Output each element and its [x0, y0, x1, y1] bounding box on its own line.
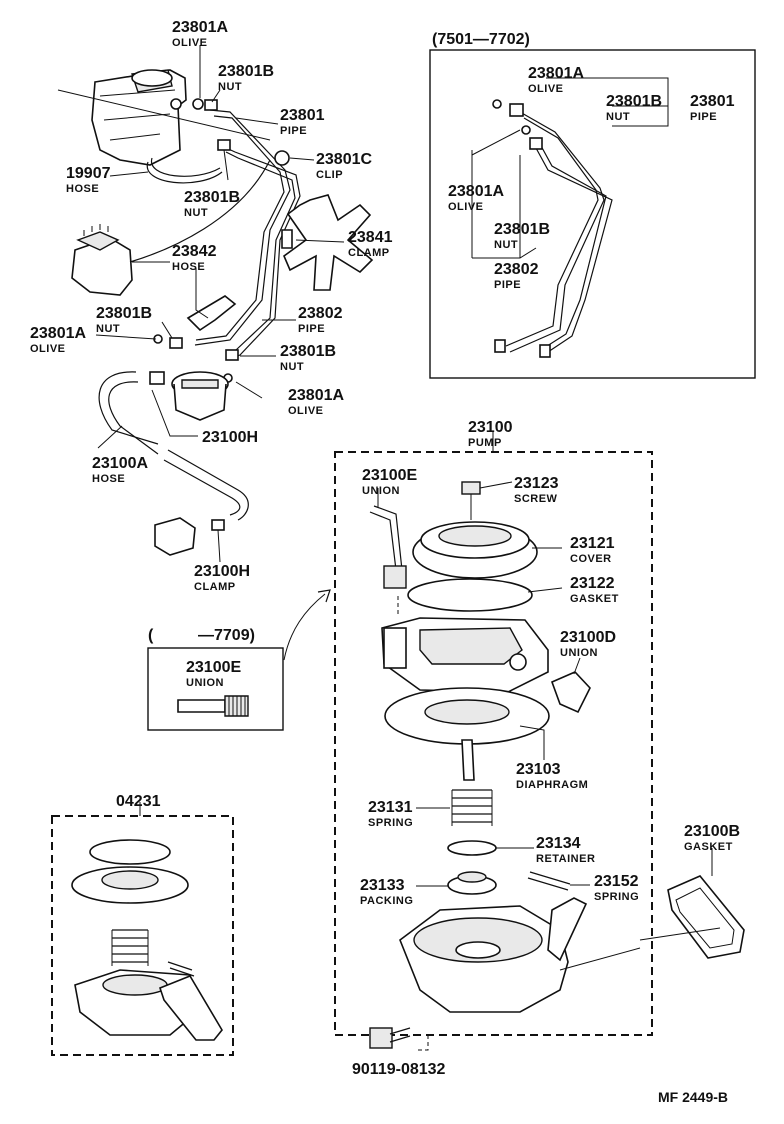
callout-part-name: OLIVE	[30, 343, 66, 355]
callout-part-number: 19907	[66, 165, 111, 182]
callout-part-number: 23841	[348, 229, 393, 246]
hose-23100a-illustration	[98, 371, 249, 521]
callout-part-name: UNION	[362, 485, 400, 497]
callout-part-name: NUT	[494, 239, 518, 251]
callout-part-name: DIAPHRAGM	[516, 779, 588, 791]
callout-part-name: RETAINER	[536, 853, 595, 865]
callout-part-number: 23801C	[316, 151, 372, 168]
callout-part-number: 23103	[516, 761, 561, 778]
callout-part-name: PIPE	[690, 111, 717, 123]
callout-part-number: 23100H	[194, 563, 250, 580]
callout-part-number: 23121	[570, 535, 615, 552]
callout-part-number: 23100E	[186, 659, 241, 676]
inset-7709	[147, 589, 331, 731]
callout-part-name: NUT	[96, 323, 120, 335]
callout-part-name: SPRING	[594, 891, 639, 903]
callout-part-number: 23122	[570, 575, 615, 592]
callout-part-name: COVER	[570, 553, 612, 565]
callout-part-number: 23842	[172, 243, 217, 260]
diagram-code: MF 2449-B	[658, 1089, 728, 1105]
callout-part-number: 23801B	[218, 63, 274, 80]
inset-title-open: (	[148, 627, 154, 644]
pump-exploded-parts	[369, 481, 745, 1051]
callout-part-name: CLAMP	[194, 581, 236, 593]
leader-lines	[95, 45, 713, 887]
callout-part-number: 23100D	[560, 629, 616, 646]
callout-part-name: HOSE	[66, 183, 99, 195]
callout-part-number: 23100E	[362, 467, 417, 484]
callout-part-number: 23152	[594, 873, 639, 890]
callout-part-number: 23801B	[280, 343, 336, 360]
callout-part-number: 04231	[116, 793, 161, 810]
callout-part-number: 23133	[360, 877, 405, 894]
callout-part-name: PIPE	[280, 125, 307, 137]
kit-04231-parts	[71, 839, 223, 1041]
callout-part-number: 23100A	[92, 455, 148, 472]
callout-part-name: OLIVE	[288, 405, 324, 417]
kit-04231-frame	[51, 802, 234, 1056]
callout-part-number: 23801	[690, 93, 735, 110]
callout-part-name: OLIVE	[172, 37, 208, 49]
callout-part-number: 23801A	[172, 19, 228, 36]
callout-part-number: 23123	[514, 475, 559, 492]
callout-part-number: 23801B	[96, 305, 152, 322]
small-pump-illustration	[154, 517, 225, 556]
callout-part-number: 23801B	[494, 221, 550, 238]
callout-part-name: UNION	[186, 677, 224, 689]
callout-part-name: NUT	[606, 111, 630, 123]
callout-part-name: PACKING	[360, 895, 413, 907]
vacuum-unit-illustration	[149, 371, 229, 421]
pump-assembly-frame	[334, 432, 653, 1036]
inset-7709-title: ( —7709)	[148, 627, 255, 644]
callout-part-number: 23131	[368, 799, 413, 816]
callout-labels: 23801A OLIVE 23801B NUT 23801 PIPE 19907…	[30, 19, 740, 1078]
inset-7501-7702-labels: (7501—7702) 23801A OLIVE 23801B NUT 2380…	[432, 31, 735, 291]
callout-part-number: 23801A	[528, 65, 584, 82]
callout-part-name: GASKET	[684, 841, 733, 853]
callout-part-name: NUT	[218, 81, 242, 93]
callout-part-name: PUMP	[468, 437, 502, 449]
callout-part-name: GASKET	[570, 593, 619, 605]
distributor-illustration	[71, 224, 170, 296]
callout-part-number: 23802	[298, 305, 343, 322]
inset-title: (7501—7702)	[432, 31, 530, 48]
carburetor-illustration	[57, 69, 271, 166]
fan-clamp-illustration	[170, 98, 374, 291]
callout-part-number: 23801	[280, 107, 325, 124]
callout-part-name: PIPE	[494, 279, 521, 291]
callout-part-number: 23801A	[288, 387, 344, 404]
callout-part-name: NUT	[280, 361, 304, 373]
callout-part-number: 23100H	[202, 429, 258, 446]
callout-part-number: 23801A	[448, 183, 504, 200]
callout-part-name: NUT	[184, 207, 208, 219]
callout-part-number: 23802	[494, 261, 539, 278]
callout-part-name: PIPE	[298, 323, 325, 335]
callout-part-name: HOSE	[92, 473, 125, 485]
bracket-illustration	[153, 295, 239, 383]
callout-part-number: 23801B	[606, 93, 662, 110]
callout-part-name: SCREW	[514, 493, 558, 505]
callout-part-name: CLAMP	[348, 247, 390, 259]
callout-part-name: CLIP	[316, 169, 343, 181]
callout-part-name: OLIVE	[448, 201, 484, 213]
callout-part-number: 90119-08132	[352, 1061, 446, 1078]
callout-part-number: 23100	[468, 419, 513, 436]
callout-part-number: 23134	[536, 835, 581, 852]
callout-part-number: 23100B	[684, 823, 740, 840]
callout-part-number: 23801B	[184, 189, 240, 206]
callout-part-name: HOSE	[172, 261, 205, 273]
callout-part-number: 23801A	[30, 325, 86, 342]
callout-part-name: UNION	[560, 647, 598, 659]
callout-part-name: OLIVE	[528, 83, 564, 95]
inset-7501-7702	[429, 49, 756, 379]
inset-title-close: —7709)	[198, 627, 255, 644]
callout-part-name: SPRING	[368, 817, 413, 829]
